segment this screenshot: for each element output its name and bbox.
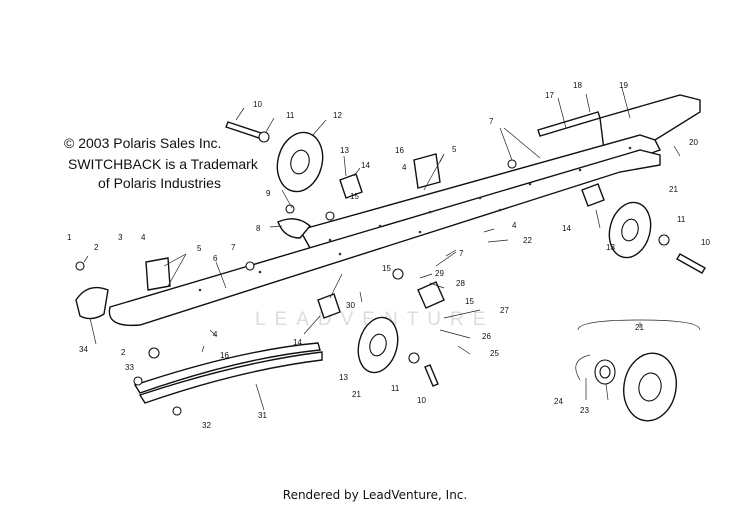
callout-8: 8 (256, 224, 261, 233)
callout-10: 10 (417, 396, 426, 405)
callout-7: 7 (489, 117, 494, 126)
callout-16: 16 (395, 146, 404, 155)
callout-4: 4 (141, 233, 146, 242)
lower-rail (108, 149, 661, 327)
callout-23: 23 (580, 406, 589, 415)
callout-11: 11 (286, 111, 295, 120)
callout-7: 7 (459, 249, 464, 258)
callout-5: 5 (197, 244, 202, 253)
idler-wheel-21-rear (608, 201, 652, 259)
callout-10: 10 (701, 238, 710, 247)
callout-22: 22 (523, 236, 532, 245)
callout-10: 10 (253, 100, 262, 109)
front-end-cap (75, 286, 109, 320)
callout-14: 14 (361, 161, 370, 170)
callout-14: 14 (293, 338, 302, 347)
callout-13: 13 (340, 146, 349, 155)
callout-29: 29 (435, 269, 444, 278)
callout-28: 28 (456, 279, 465, 288)
slide-rail-lower (138, 351, 323, 404)
callout-13: 13 (606, 243, 615, 252)
callout-27: 27 (500, 306, 509, 315)
callout-32: 32 (202, 421, 211, 430)
callout-20: 20 (689, 138, 698, 147)
callout-11: 11 (677, 215, 686, 224)
idler-wheel-12 (276, 131, 324, 193)
callout-9: 9 (266, 189, 271, 198)
callout-16: 16 (220, 351, 229, 360)
callout-1: 1 (67, 233, 72, 242)
callout-2: 2 (121, 348, 126, 357)
trademark-line: SWITCHBACK is a Trademark (68, 156, 258, 172)
render-credit: Rendered by LeadVenture, Inc. (282, 488, 468, 502)
callout-19: 19 (619, 81, 628, 90)
callout-34: 34 (79, 345, 88, 354)
callout-6: 6 (213, 254, 218, 263)
callout-30: 30 (346, 301, 355, 310)
callout-14: 14 (562, 224, 571, 233)
rail-holes (198, 146, 632, 292)
callouts: 1 2 2 3 4 4 4 4 5 5 6 7 7 7 8 9 10 10 10… (67, 81, 710, 430)
slide-rail (133, 342, 321, 394)
callout-31: 31 (258, 411, 267, 420)
callout-15: 15 (350, 192, 359, 201)
callout-13: 13 (339, 373, 348, 382)
callout-21: 21 (669, 185, 678, 194)
trademark-owner-line: of Polaris Industries (98, 175, 221, 191)
callout-26: 26 (482, 332, 491, 341)
idler-wheel-21-center (357, 316, 399, 374)
callout-17: 17 (545, 91, 554, 100)
callout-3: 3 (118, 233, 123, 242)
callout-2: 2 (94, 243, 99, 252)
callout-33: 33 (125, 363, 134, 372)
callout-7: 7 (231, 243, 236, 252)
callout-25: 25 (490, 349, 499, 358)
copyright-line: © 2003 Polaris Sales Inc. (64, 135, 222, 151)
axle-bolts (225, 111, 706, 387)
detail-bracket (577, 319, 701, 331)
callout-21: 21 (352, 390, 361, 399)
leader-lines (83, 87, 681, 411)
callout-11: 11 (391, 384, 400, 393)
callout-4: 4 (512, 221, 517, 230)
callout-24: 24 (554, 397, 563, 406)
callout-5: 5 (452, 145, 457, 154)
callout-15: 15 (465, 297, 474, 306)
callout-4: 4 (213, 330, 218, 339)
callout-15: 15 (382, 264, 391, 273)
callout-4: 4 (402, 163, 407, 172)
idler-wheel-21-detail (575, 352, 677, 422)
callout-12: 12 (333, 111, 342, 120)
callout-21: 21 (635, 323, 644, 332)
callout-18: 18 (573, 81, 582, 90)
spacers (75, 131, 670, 416)
